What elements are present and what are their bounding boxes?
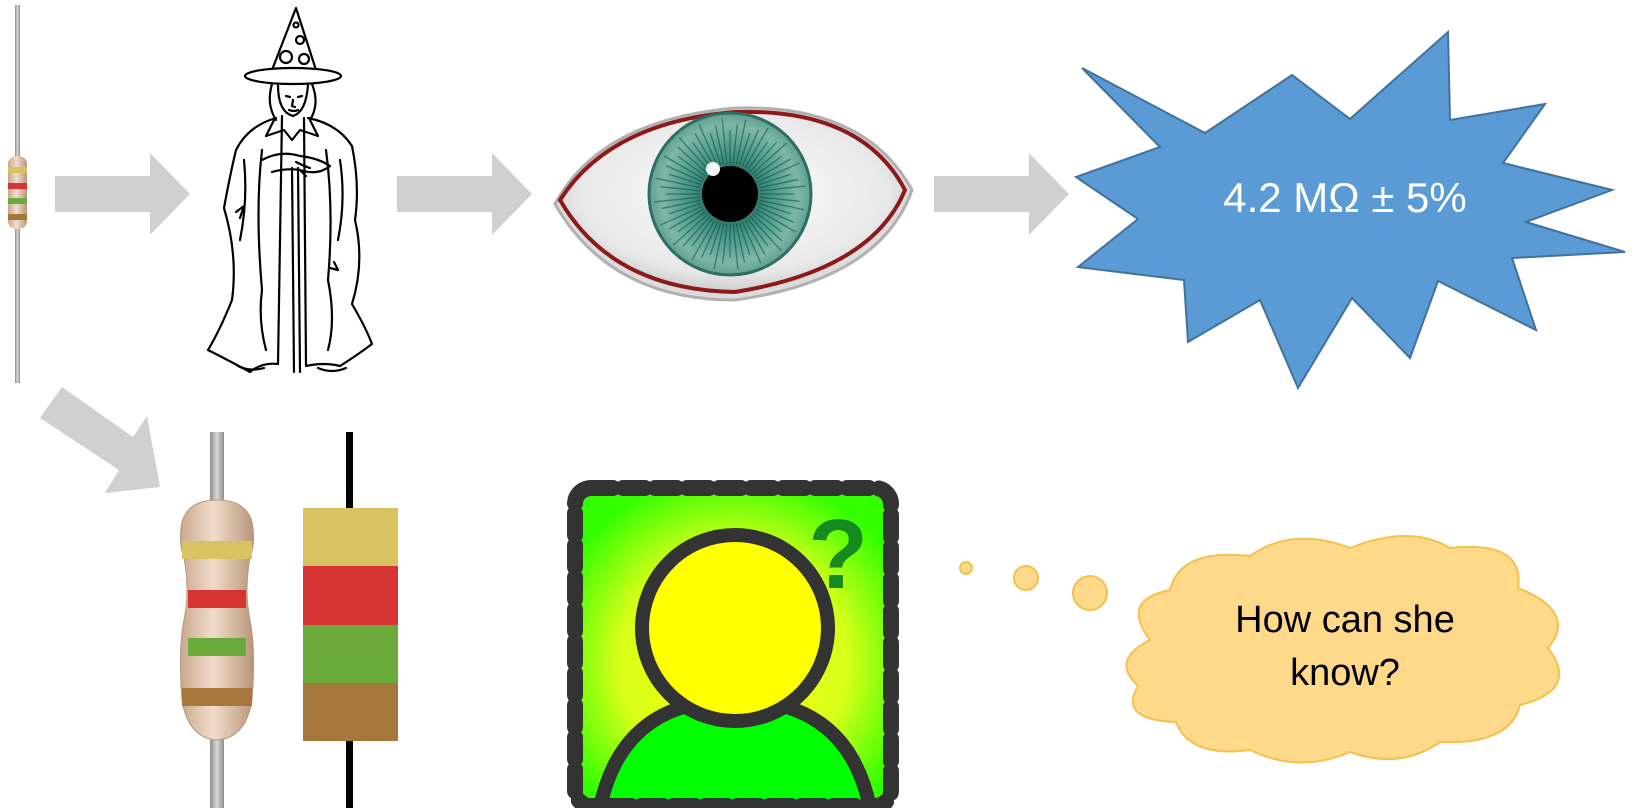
starburst-callout: 4.2 MΩ ± 5% [1076,32,1625,388]
band-3 [8,198,27,204]
band-gold-1 [182,541,252,559]
question-mark: ? [808,499,868,609]
resistance-value-label: 4.2 MΩ ± 5% [1223,174,1467,221]
arrow-diagonal [40,387,160,493]
band-4 [8,214,27,220]
person-question-icon: ? [575,488,891,808]
eye-icon [555,108,912,300]
legend-band-4 [303,683,398,741]
thought-line-2: know? [1290,652,1400,694]
band-brown [182,688,252,706]
thought-line-1: How can she [1235,599,1455,641]
band-red [188,590,246,608]
thought-bubble: How can she know? [960,536,1559,763]
legend-band-3 [303,625,398,683]
band-1 [8,167,27,173]
legend-band-2 [303,566,398,625]
band-2 [8,183,27,189]
band-color-legend [303,432,398,808]
large-resistor-icon [180,432,253,808]
band-green [188,638,246,656]
arrow-right-1 [55,153,190,235]
arrow-right-2 [397,153,532,235]
arrow-right-3 [934,153,1069,235]
small-resistor-icon [8,5,27,383]
witch-icon [208,8,372,372]
legend-band-1 [303,508,398,566]
